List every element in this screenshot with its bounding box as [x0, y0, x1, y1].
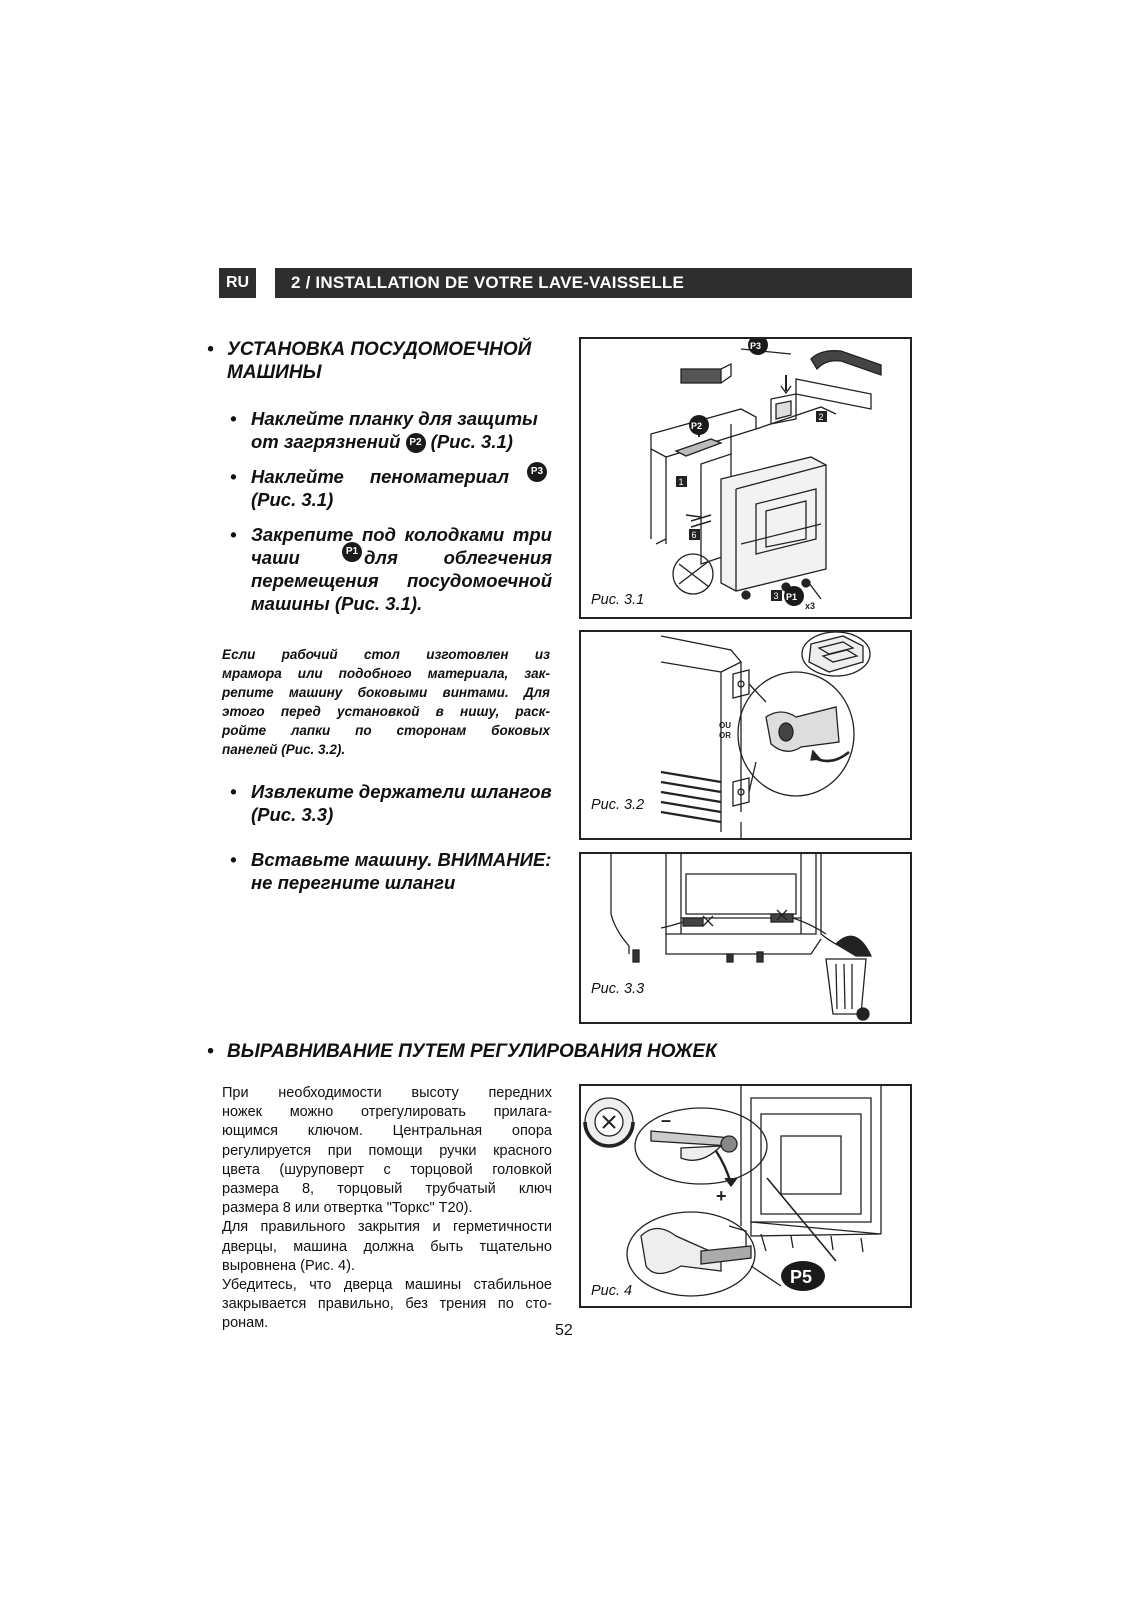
- or-option-label-fr: OU: [719, 721, 731, 730]
- note-line: Если рабочий стол изготовлен из: [222, 647, 550, 662]
- figure-4: – + P5 Рис. 4: [579, 1084, 912, 1308]
- item4-line2: (Рис. 3.3): [251, 804, 334, 825]
- para-line: ножек можно отрегулировать прилага-: [222, 1104, 552, 1121]
- step-1-marker: [676, 476, 687, 487]
- bullet: •: [207, 1041, 214, 1062]
- item3-line2a: чаши: [251, 547, 300, 568]
- figure-3-3: Рис. 3.3: [579, 852, 912, 1024]
- item2-line2: (Рис. 3.1): [251, 489, 334, 510]
- section2-title: ВЫРАВНИВАНИЕ ПУТЕМ РЕГУЛИРОВАНИЯ НОЖЕК: [227, 1041, 717, 1062]
- para-line: ронам.: [222, 1315, 269, 1332]
- leveling-paragraph: При необходимости высоту передних ножек …: [222, 1084, 552, 1334]
- step-6-label: 6: [692, 530, 697, 540]
- marble-note: Если рабочий стол изготовлен из мрамора …: [222, 645, 550, 759]
- para-line: При необходимости высоту передних: [222, 1085, 552, 1101]
- step-3-marker: [771, 590, 782, 601]
- p1-badge-icon: P1: [342, 542, 362, 562]
- item4-line1: Извлеките держатели шлангов: [251, 781, 552, 802]
- section1-title-line2: МАШИНЫ: [227, 362, 322, 383]
- minus-icon: –: [661, 1110, 671, 1130]
- para-line: Для правильного закрытия и герметичности: [222, 1219, 552, 1236]
- quantity-label: x3: [805, 601, 815, 611]
- bullet: •: [230, 524, 237, 545]
- step-1-label: 1: [679, 477, 684, 487]
- p5-badge-label: P5: [790, 1267, 812, 1287]
- figure-caption: Рис. 4: [591, 1283, 633, 1299]
- para-line: регулируется при помощи ручки красного: [222, 1142, 552, 1159]
- figure-3-2-illustration: OU OR: [660, 632, 871, 838]
- item5-line2: не перегните шланги: [251, 872, 456, 893]
- p2-badge-label: P2: [691, 421, 702, 431]
- para-line: выровнена (Рис. 4).: [222, 1257, 355, 1274]
- note-line: этого перед установкой в нишу, раск-: [222, 704, 550, 719]
- p3-badge-label: P3: [750, 341, 761, 351]
- item1-line1: Наклейте планку для защиты: [251, 408, 538, 429]
- item1-line2: от загрязнений P2 (Рис. 3.1): [251, 430, 513, 454]
- figure-caption: Рис. 3.2: [591, 797, 645, 813]
- p1-badge-icon: [784, 586, 804, 606]
- item3-line3: перемещения посудомоечной: [251, 570, 552, 591]
- p2-badge-icon: [689, 415, 709, 435]
- bullet: •: [230, 408, 237, 429]
- note-line: репите машину боковыми винтами. Для: [222, 685, 550, 700]
- note-line: ройте лапки по сторонам боковых: [222, 723, 550, 738]
- step-3-label: 3: [774, 591, 779, 601]
- para-line: дверцы, машина должна быть тщательно: [222, 1238, 552, 1255]
- para-line: размера 8 или отвертка "Торкс" T20).: [222, 1200, 473, 1217]
- figure-4-illustration: – + P5: [583, 1086, 882, 1297]
- bullet: •: [207, 339, 214, 360]
- figure-3-2: OU OR Рис. 3.2: [579, 630, 912, 840]
- section-header: 2 / INSTALLATION DE VOTRE LAVE-VAISSELLE: [275, 268, 912, 298]
- figure-caption: Рис. 3.3: [591, 981, 645, 997]
- para-line: Убедитесь, что дверца машины стабильное: [222, 1277, 552, 1294]
- page-number: 52: [555, 1322, 573, 1339]
- para-line: размера 8, торцовый трубчатый ключ: [222, 1181, 552, 1198]
- para-line: цвета (шуруповерт с торцовой головкой: [222, 1161, 552, 1178]
- bullet: •: [230, 849, 237, 870]
- item1-figure-ref: (Рис. 3.1): [430, 431, 513, 452]
- step-6-marker: [689, 529, 700, 540]
- para-line: ющимся ключом. Центральная опора: [222, 1123, 552, 1140]
- figure-3-3-illustration: [610, 854, 873, 1021]
- plus-icon: +: [716, 1186, 727, 1206]
- figure-caption: Рис. 3.1: [591, 592, 645, 608]
- language-badge: RU: [219, 268, 256, 298]
- p1-badge-label: P1: [786, 592, 797, 602]
- p3-badge-icon: [748, 339, 768, 355]
- note-line: мрамора или подобного материала, зак-: [222, 666, 550, 681]
- bullet: •: [230, 781, 237, 802]
- para-line: закрывается правильно, без трения по сто…: [222, 1296, 552, 1313]
- step-2-label: 2: [819, 412, 824, 422]
- item3-line1: Закрепите под колодками три: [251, 524, 552, 545]
- item3-line4: машины (Рис. 3.1).: [251, 593, 423, 614]
- figure-3-1-illustration: 1 2 6 3 P3 P2 P1 x3: [650, 339, 882, 611]
- figure-3-1: 1 2 6 3 P3 P2 P1 x3 Рис. 3.1: [579, 337, 912, 619]
- item5-line1: Вставьте машину. ВНИМАНИЕ:: [251, 849, 552, 870]
- note-line: панелей (Рис. 3.2).: [222, 742, 346, 757]
- bullet: •: [230, 466, 237, 487]
- p3-badge-icon: P3: [527, 462, 547, 482]
- item3-line2b: для облегчения: [364, 547, 552, 568]
- item1-line2-text: от загрязнений: [251, 431, 401, 452]
- or-option-label-en: OR: [719, 731, 731, 740]
- section1-title-line1: УСТАНОВКА ПОСУДОМОЕЧНОЙ: [227, 339, 532, 360]
- p2-badge-icon: P2: [405, 433, 426, 454]
- p5-badge-icon: [781, 1261, 825, 1291]
- step-2-marker: [816, 411, 827, 422]
- item2-line1: Наклейте пеноматериал: [251, 466, 509, 487]
